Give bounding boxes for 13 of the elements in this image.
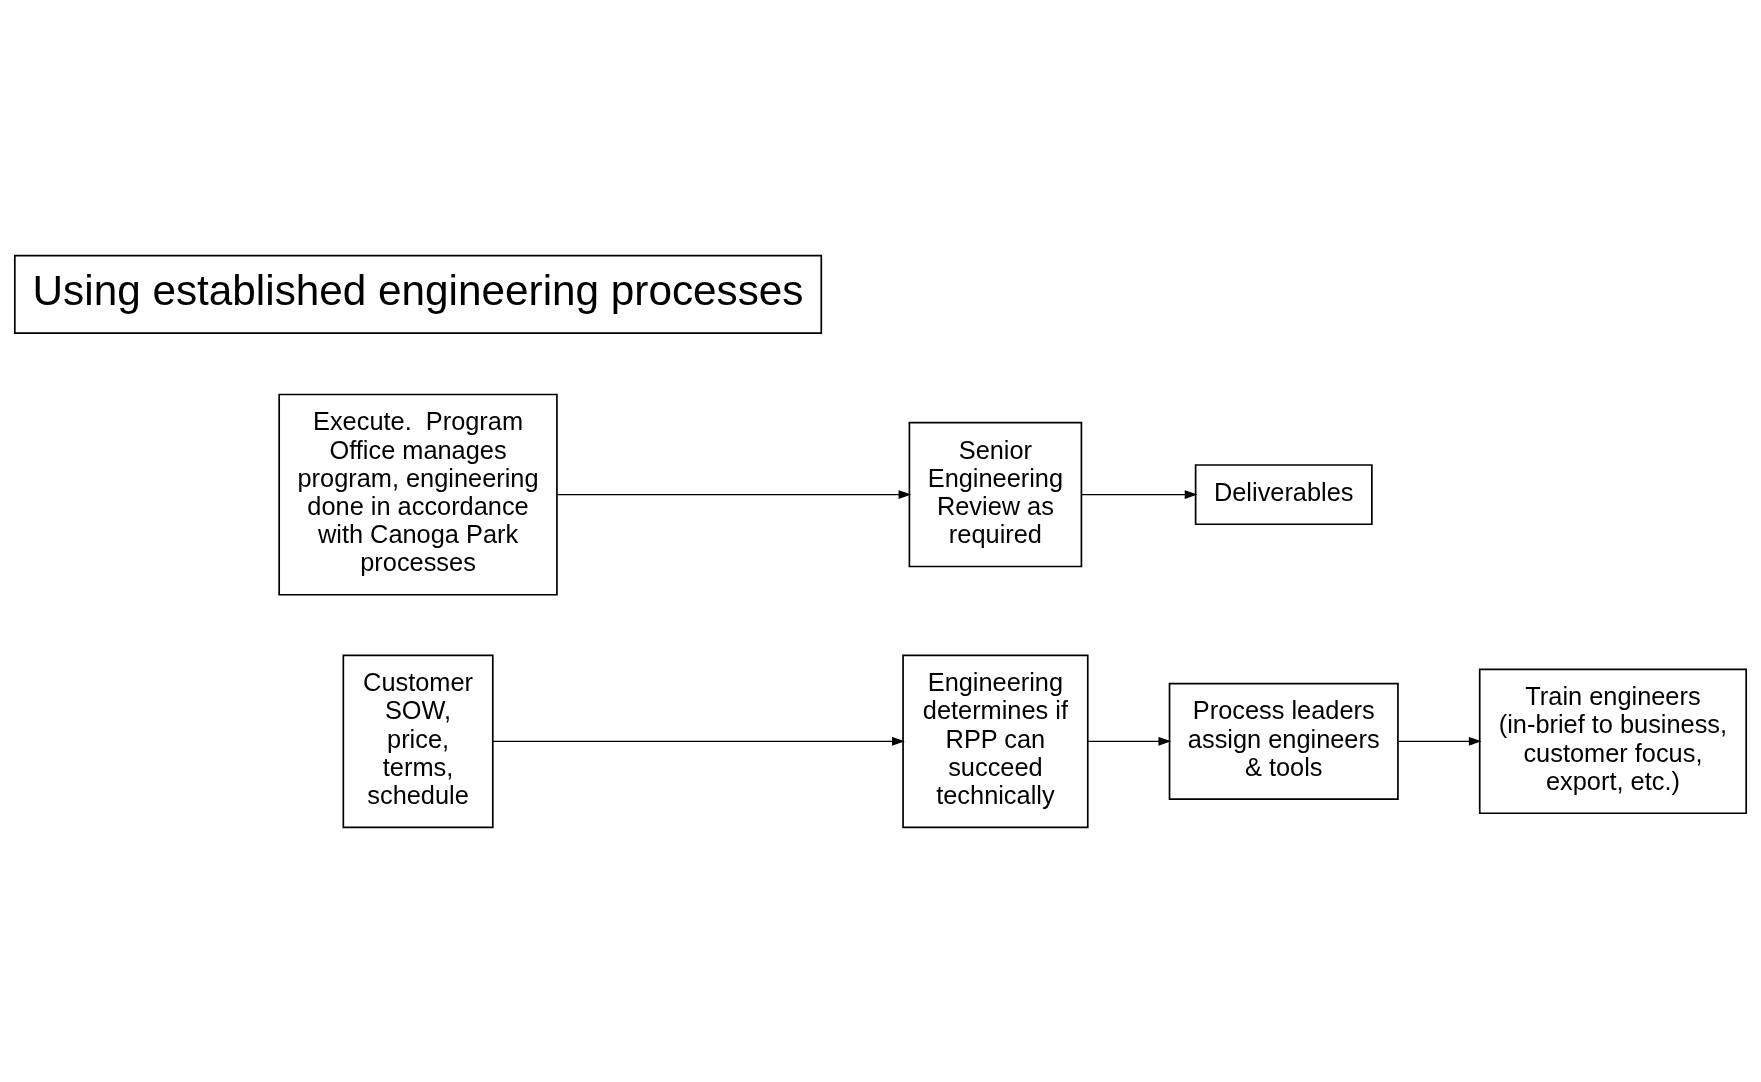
- node-box: Deliverables: [1194, 463, 1373, 525]
- node-box: Engineering determines if RPP can succeed technically: [902, 654, 1089, 828]
- node-box: Process leaders assign engineers & tools: [1168, 682, 1399, 800]
- arrow: [556, 489, 912, 499]
- node-box: Customer SOW, price, terms, schedule: [342, 654, 494, 828]
- arrow: [1397, 736, 1482, 746]
- arrow: [492, 736, 905, 746]
- node-box: Execute. Program Office manages program, engineering done in accordance with Canoga Park processes: [278, 393, 558, 596]
- node-box: Train engineers (in-brief to business, customer focus, export, etc.): [1478, 668, 1748, 814]
- node-box: Senior Engineering Review as required: [908, 421, 1083, 567]
- node-box: Using established engineering processes: [13, 254, 823, 334]
- arrow: [1087, 736, 1172, 746]
- arrow: [1081, 489, 1198, 499]
